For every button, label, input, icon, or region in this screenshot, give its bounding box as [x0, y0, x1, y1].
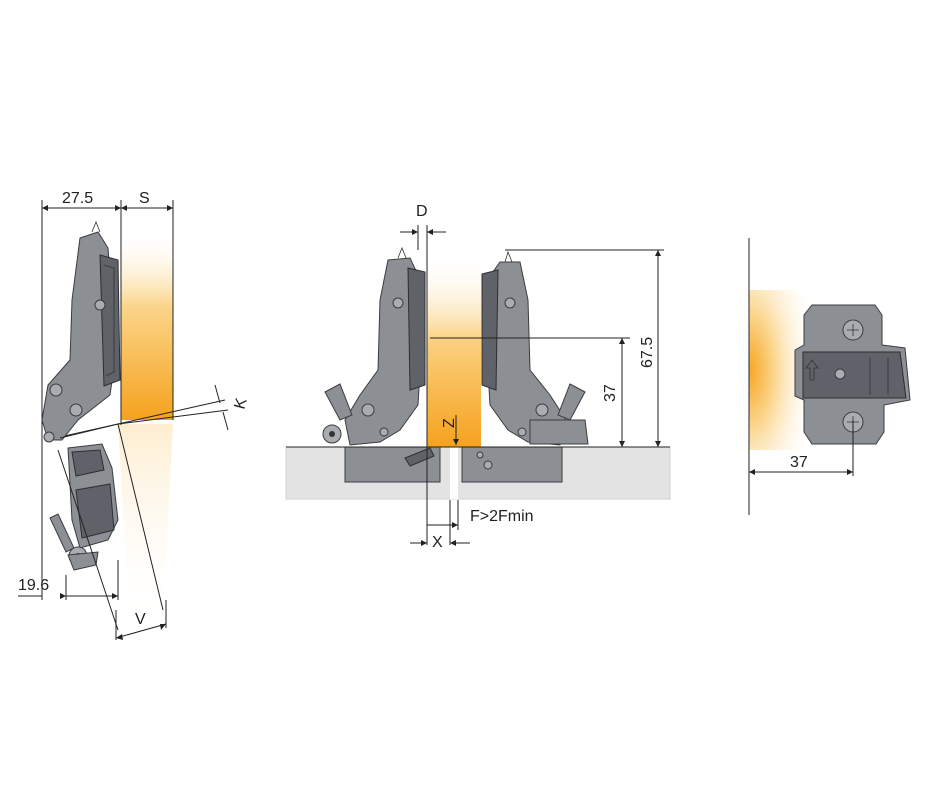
dim-left-k: K	[231, 396, 250, 411]
dim-left-v: V	[135, 611, 146, 628]
middle-view: D 67.5 37 Z X F>2Fmin	[285, 203, 671, 551]
dim-mid-height-total: 67.5	[639, 337, 656, 368]
right-view: 37	[748, 238, 911, 515]
left-door-swing	[118, 424, 173, 630]
dim-mid-z: Z	[441, 418, 458, 428]
mid-door-panel	[427, 255, 481, 447]
dim-left-offset: 19.6	[18, 577, 49, 594]
left-view: 27.5 S K 19.6	[18, 190, 251, 640]
dim-mid-x: X	[432, 534, 443, 551]
dim-mid-d: D	[416, 203, 428, 220]
dim-left-s: S	[139, 190, 150, 207]
mid-right-hinge	[487, 261, 567, 446]
dim-right-37: 37	[790, 454, 808, 471]
dim-mid-f: F>2Fmin	[470, 508, 534, 525]
left-door-panel	[121, 230, 173, 420]
dim-mid-height-37: 37	[602, 384, 619, 402]
dim-left-width: 27.5	[62, 190, 93, 207]
